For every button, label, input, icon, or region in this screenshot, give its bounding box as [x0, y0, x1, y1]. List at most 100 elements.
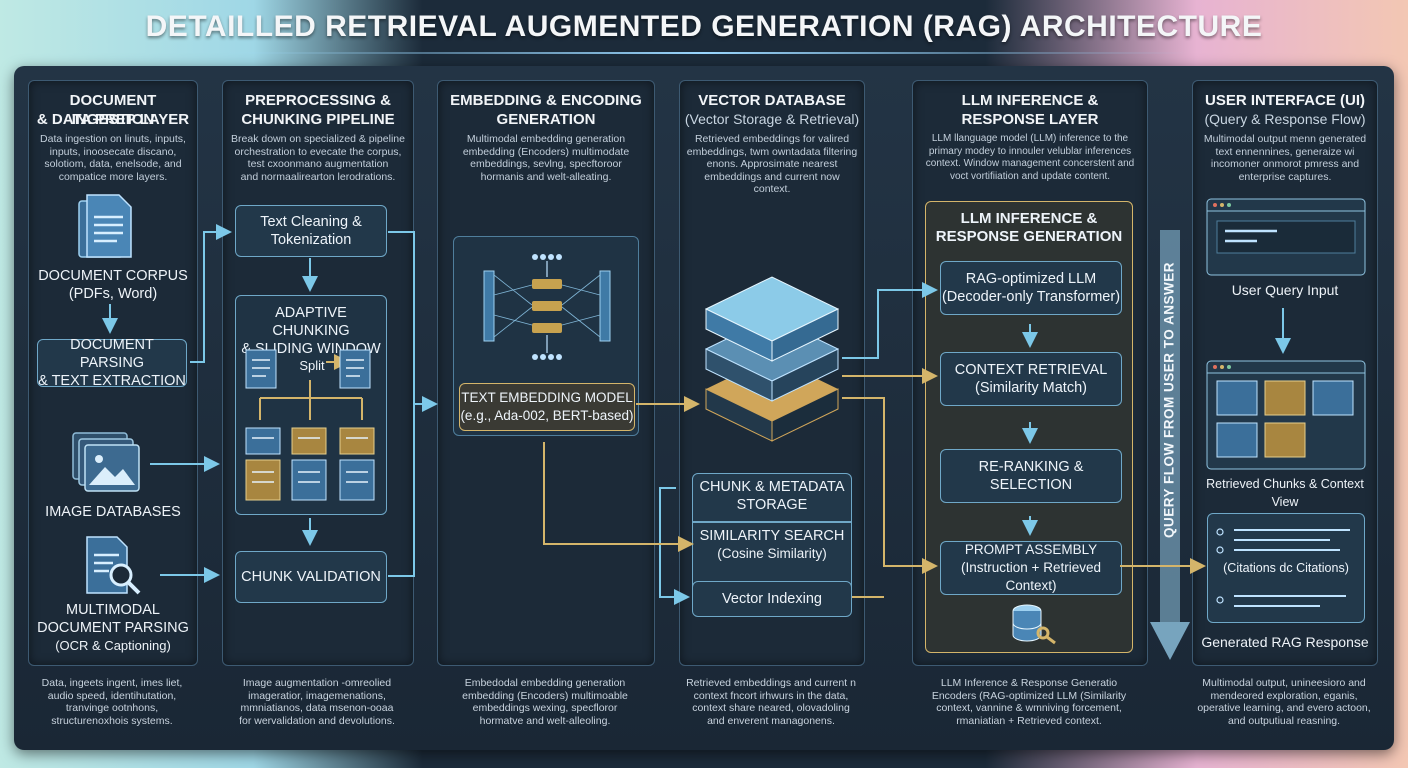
col4-footer: Retrieved embeddings and current n conte…	[679, 677, 863, 727]
query-flow-label: QUERY FLOW FROM USER TO ANSWER	[1161, 261, 1177, 539]
col5-title-line1: LLM INFERENCE &	[961, 92, 1099, 109]
prompt-assembly-box[interactable]: PROMPT ASSEMBLY (Instruction + Retrieved…	[940, 541, 1122, 595]
col4-foot-line: and enverent managonens.	[707, 714, 835, 727]
col3-foot-line: embeddings wexing, specfloror	[472, 702, 618, 714]
col2-description: Break down on specialized & pipeline orc…	[229, 133, 407, 183]
database-key-icon	[1012, 604, 1056, 645]
col3-desc-line: embedding (Encoders) multimodate	[462, 145, 630, 158]
col3-foot-line: hormatve and welt-alleoling.	[479, 714, 611, 727]
reranking-sublabel: SELECTION	[989, 477, 1073, 493]
col1-desc-line: Data ingestion on linuts, inputs,	[40, 133, 186, 145]
generated-response-window[interactable]: (Citations dc Citations)	[1207, 513, 1365, 623]
prompt-assembly-sublabel: (Instruction + Retrieved Context)	[961, 560, 1101, 593]
context-retrieval-label: CONTEXT RETRIEVAL	[954, 362, 1108, 378]
col6-title: USER INTERFACE (UI)	[1204, 92, 1365, 109]
col-embedding: EMBEDDING & ENCODING GENERATION Multimod…	[437, 80, 655, 666]
col6-foot-line: operative learning, and evero actoon,	[1197, 702, 1371, 714]
neural-network-icon	[483, 254, 611, 360]
col2-desc-line: and normaalirearton lerodrations.	[240, 170, 396, 183]
col4-desc-line: enons. Approsimate nearest	[706, 158, 838, 170]
col2-desc-line: Break down on specialized & pipeline	[231, 133, 405, 145]
retrieved-chunks-window-icon[interactable]	[1206, 360, 1366, 470]
col2-title-line2: CHUNKING PIPELINE	[241, 111, 395, 128]
multimodal-label-line2: DOCUMENT PARSING	[37, 620, 189, 636]
query-window-icon[interactable]	[1206, 198, 1366, 276]
col-user-interface: USER INTERFACE (UI) (Query & Response Fl…	[1192, 80, 1378, 666]
query-flow-arrow	[1150, 230, 1190, 660]
image-databases-label: IMAGE DATABASES	[45, 504, 181, 520]
col5-foot-line: context, vannine & wmniving forcement,	[936, 702, 1122, 714]
col1-title-line2: & DATA PREP LAYER	[36, 111, 190, 128]
col2-foot-line: for wervalidation and devolutions.	[239, 714, 395, 727]
col3-desc-line: hormanis and welt-alleating.	[480, 170, 612, 183]
chunk-metadata-sublabel: STORAGE	[736, 497, 808, 513]
page-title: DETAILLED RETRIEVAL AUGMENTED GENERATION…	[145, 10, 1263, 43]
split-document-icon	[339, 349, 371, 389]
multimodal-sublabel: (OCR & Captioning)	[55, 638, 171, 653]
text-embedding-model-box[interactable]: TEXT EMBEDDING MODEL (e.g., Ada-002, BER…	[459, 383, 635, 431]
col6-description: Multimodal output menn generated text en…	[1199, 133, 1371, 183]
col5-footer: LLM Inference & Response Generatio Encod…	[912, 677, 1146, 727]
col-llm-inference: LLM INFERENCE & RESPONSE LAYER LLM llang…	[912, 80, 1148, 666]
embedding-model-label: TEXT EMBEDDING MODEL	[461, 390, 633, 405]
document-corpus-label: DOCUMENT CORPUS	[38, 268, 188, 284]
title-underline	[220, 52, 1188, 54]
col5-desc-line: LLM llanguage model (LLM) inference to t…	[931, 133, 1129, 144]
col2-foot-line: Image augmentation -omreolied	[242, 677, 392, 689]
rag-llm-label: RAG-optimized LLM	[965, 271, 1097, 287]
col4-desc-line: embeddings, twm owntadata filtering	[686, 145, 858, 158]
inner-panel-title: LLM INFERENCE &	[960, 210, 1098, 227]
col4-desc-line: Retrieved embeddings for valired	[694, 133, 850, 145]
col6-desc-line: incomoner onmorot pmress and	[1210, 158, 1360, 170]
col1-foot-line: Data, ingeets ingent, imes liet,	[41, 677, 183, 689]
col6-foot-line: Multimodal output, unineesioro and	[1202, 677, 1366, 689]
chunk-validation-box[interactable]: CHUNK VALIDATION	[235, 551, 387, 603]
document-parsing-box[interactable]: DOCUMENT PARSING & TEXT EXTRACTION	[37, 337, 187, 389]
col5-desc-line: voct vortifiiation and update content.	[949, 170, 1111, 182]
col5-title-line2: RESPONSE LAYER	[961, 111, 1099, 128]
storage-divider	[692, 521, 852, 523]
chunk-metadata-label: CHUNK & METADATA	[699, 479, 845, 495]
text-cleaning-sublabel: Tokenization	[270, 232, 352, 248]
col5-desc-line: primary modey to innouler velublar infer…	[928, 145, 1132, 157]
col5-foot-line: Encoders (RAG-optimized LLM (Similarity	[931, 689, 1127, 702]
col2-title-line1: PREPROCESSING &	[245, 92, 391, 109]
multimodal-label: MULTIMODAL	[66, 602, 160, 618]
similarity-search-label[interactable]: SIMILARITY SEARCH	[699, 528, 845, 544]
vector-indexing-box[interactable]: Vector Indexing	[692, 581, 852, 617]
col3-desc-line: embeddings, sevlng, specftoroor	[470, 158, 622, 170]
col5-foot-line: rmaniatian + Retrieved context.	[956, 714, 1102, 727]
col6-desc-line: Multimodal output menn generated	[1203, 133, 1367, 145]
vector-indexing-label: Vector Indexing	[722, 591, 822, 607]
col3-title-line1: EMBEDDING & ENCODING	[450, 92, 642, 109]
col4-foot-line: Retrieved embeddings and current n	[686, 677, 856, 689]
document-icon	[78, 194, 132, 258]
col5-foot-line: LLM Inference & Response Generatio	[940, 677, 1118, 689]
col6-desc-line: text ennennines, generaize wi	[1215, 145, 1355, 158]
col1-footer: Data, ingeets ingent, imes liet, audio s…	[28, 677, 196, 727]
col1-desc-line: inputs, inoosecate discano,	[49, 145, 177, 158]
citations-label: (Citations dc Citations)	[1223, 561, 1349, 575]
rag-llm-box[interactable]: RAG-optimized LLM (Decoder-only Transfor…	[940, 261, 1122, 315]
split-label: Split	[299, 358, 325, 373]
document-parsing-label: DOCUMENT PARSING	[70, 337, 154, 371]
text-cleaning-box[interactable]: Text Cleaning & Tokenization	[235, 205, 387, 257]
database-stack-icon	[704, 276, 840, 442]
embedding-model-sublabel: (e.g., Ada-002, BERT-based)	[460, 408, 634, 423]
user-query-input-label: User Query Input	[1231, 282, 1339, 298]
col1-foot-line: audio speed, identihutation,	[47, 689, 177, 702]
chunk-thumbnails	[245, 349, 375, 501]
col4-foot-line: context fncort irhwurs in the data,	[693, 689, 849, 702]
col3-foot-line: Embedodal embedding generation	[464, 677, 626, 689]
document-parsing-sublabel: & TEXT EXTRACTION	[38, 373, 186, 389]
inner-panel-title-line2: RESPONSE GENERATION	[935, 228, 1123, 245]
col1-desc-line: solotiom, data, enelsode, and	[44, 158, 182, 170]
col1-description: Data ingestion on linuts, inputs, inputs…	[35, 133, 191, 183]
rag-llm-sublabel: (Decoder-only Transformer)	[941, 289, 1121, 305]
generated-response-label: Generated RAG Response	[1201, 634, 1369, 650]
col6-foot-line: mendeored exploration, eganis,	[1210, 689, 1358, 702]
magnifier-document-icon	[86, 536, 141, 595]
col5-description: LLM llanguage model (LLM) inference to t…	[917, 133, 1143, 183]
reranking-box[interactable]: RE-RANKING & SELECTION	[940, 449, 1122, 503]
context-retrieval-box[interactable]: CONTEXT RETRIEVAL (Similarity Match)	[940, 352, 1122, 406]
